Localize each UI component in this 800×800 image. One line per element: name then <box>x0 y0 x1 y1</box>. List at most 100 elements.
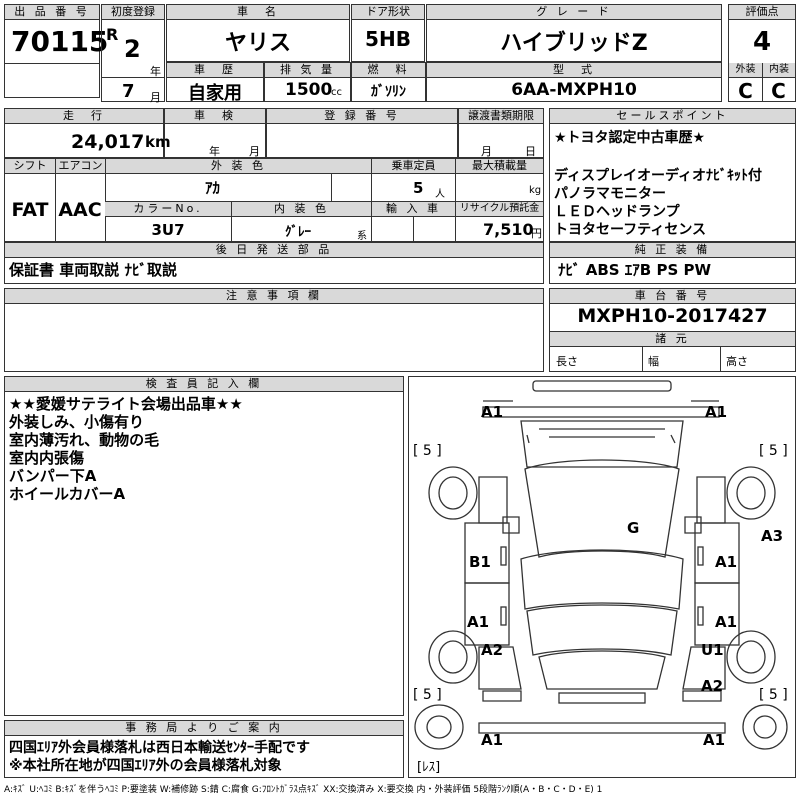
model-box: 型 式 6AA-MXPH10 <box>426 62 722 102</box>
equipment-box: 純 正 装 備 ﾅﾋﾞ ABS ｴｱB PS PW <box>549 242 796 284</box>
mark-rear-left: A1 <box>481 731 503 749</box>
history-box: 車 歴 自家用 <box>166 62 264 104</box>
spec-width: 幅 <box>648 355 659 368</box>
max-load-header: 最大積載量 <box>455 159 543 174</box>
office-header: 事 務 局 よ り ご 案 内 <box>5 721 403 736</box>
mark-front-right: A1 <box>705 403 727 421</box>
displacement-box: 排 気 量 1500 cc <box>264 62 351 102</box>
sales-point-6: トヨタセーフティセンス <box>554 222 707 238</box>
exterior-header: 外装 <box>729 63 762 78</box>
max-load-unit: kg <box>529 185 542 196</box>
spare-tire-label: [ﾚｽ] <box>417 760 440 775</box>
later-parts: 保証書 車両取説 ﾅﾋﾞ取説 <box>9 261 177 279</box>
inspector-note-2: 外装しみ、小傷有り <box>9 413 145 431</box>
mark-right-rear-door: A1 <box>715 613 737 631</box>
mark-right-fender: A3 <box>761 527 783 545</box>
inspection-year-unit: 年 <box>209 145 220 158</box>
exterior-color: ｱｶ <box>205 179 221 197</box>
grade-header: グ レ ー ド <box>427 5 721 20</box>
lot-number-header: 出 品 番 号 <box>5 5 99 20</box>
sales-point-5: ＬＥＤヘッドランプ <box>554 204 680 220</box>
office-note-2: ※本社所在地が四国ｴﾘｱ外の会員様落札対象 <box>9 758 282 774</box>
first-registration-box: 初度登録 R 2 年 7 月 <box>101 4 165 104</box>
displacement-header: 排 気 量 <box>265 63 350 78</box>
details-box: シフト エアコン 外 装 色 乗車定員 最大積載量 FAT AAC ｱｶ 5 人… <box>4 158 544 242</box>
interior-header: 内装 <box>762 63 795 78</box>
lot-number: 70115 <box>11 25 109 58</box>
sales-point-4: パノラマモニター <box>554 186 666 202</box>
mark-right-front-door: A1 <box>715 553 737 571</box>
transfer-deadline-header: 譲渡書類期限 <box>459 109 543 124</box>
spec-height: 高さ <box>726 355 748 368</box>
aircon: AAC <box>58 199 102 221</box>
inspector-header: 検 査 員 記 入 欄 <box>5 377 403 392</box>
equipment-header: 純 正 装 備 <box>550 243 795 258</box>
color-no-header: カラーNo. <box>105 202 231 217</box>
capacity: 5 <box>413 179 424 197</box>
first-registration-header: 初度登録 <box>102 5 164 20</box>
interior-score: C <box>771 79 786 103</box>
car-diagram: [ 5 ] [ 5 ] [ 5 ] [ 5 ] [ﾚｽ] A1 A1 G A3 … <box>413 380 788 775</box>
displacement: 1500 <box>285 80 333 100</box>
tire-front-right-label: [ 5 ] <box>759 443 788 459</box>
door-type-box: ドア形状 5HB <box>351 4 425 62</box>
specs-header: 諸 元 <box>550 332 795 347</box>
first-registration-year: 2 <box>124 35 141 63</box>
mark-left-rear-door: A1 <box>467 613 489 631</box>
vehicle-history: 自家用 <box>188 83 242 104</box>
mark-windshield: G <box>627 519 639 537</box>
chassis-box: 車 台 番 号 MXPH10-2017427 諸 元 長さ 幅 高さ <box>549 288 796 372</box>
registration-header: 登 録 番 号 <box>267 109 457 124</box>
door-type: 5HB <box>365 27 411 51</box>
year-unit: 年 <box>150 65 161 78</box>
later-parts-header: 後 日 発 送 部 品 <box>5 243 543 258</box>
capacity-header: 乗車定員 <box>371 159 455 174</box>
recycle-unit: 円 <box>531 227 542 240</box>
inspector-note-1: ★★愛媛サテライト会場出品車★★ <box>9 395 243 413</box>
grade-box: グ レ ー ド ハイブリッドZ <box>426 4 722 62</box>
transfer-deadline-box: 譲渡書類期限 月 日 <box>458 108 544 158</box>
notes-header: 注 意 事 項 欄 <box>5 289 543 304</box>
interior-color-unit: 系 <box>357 231 367 242</box>
car-name: ヤリス <box>224 31 291 56</box>
fuel: ｶﾞｿﾘﾝ <box>371 84 406 100</box>
score-header: 評価点 <box>729 5 795 20</box>
displacement-unit: cc <box>331 87 342 98</box>
shift: FAT <box>11 199 49 221</box>
import-header: 輸 入 車 <box>371 202 455 217</box>
inspector-box: 検 査 員 記 入 欄 ★★愛媛サテライト会場出品車★★ 外装しみ、小傷有り 室… <box>4 376 404 716</box>
transfer-month-unit: 月 <box>481 145 492 158</box>
equipment: ﾅﾋﾞ ABS ｴｱB PS PW <box>558 261 712 279</box>
inspection-box: 車 検 年 月 <box>164 108 266 158</box>
tire-rear-right-label: [ 5 ] <box>759 687 788 703</box>
aircon-header: エアコン <box>55 159 105 174</box>
model-header: 型 式 <box>427 63 721 78</box>
lot-number-box: 出 品 番 号 70115 <box>4 4 108 98</box>
mark-left-front-door: B1 <box>469 553 491 571</box>
registration-box: 登 録 番 号 <box>266 108 458 158</box>
car-name-header: 車 名 <box>167 5 349 20</box>
shift-header: シフト <box>5 159 55 174</box>
month-unit: 月 <box>150 91 161 104</box>
tire-front-left-label: [ 5 ] <box>413 443 442 459</box>
int-color-header: 内 装 色 <box>231 202 371 217</box>
fuel-header: 燃 料 <box>352 63 425 78</box>
mark-rear-right: A1 <box>703 731 725 749</box>
history-header: 車 歴 <box>167 63 263 78</box>
sales-point-3: ディスプレイオーディオﾅﾋﾞｷｯﾄ付 <box>554 168 763 184</box>
chassis-number: MXPH10-2017427 <box>577 305 768 327</box>
first-registration-month: 7 <box>122 81 135 102</box>
inspector-note-3: 室内薄汚れ、動物の毛 <box>9 431 160 449</box>
era: R <box>106 25 119 44</box>
model-code: 6AA-MXPH10 <box>511 80 637 100</box>
grade: ハイブリッドZ <box>500 31 648 56</box>
legend: A:ｷｽﾞ U:ﾍｺﾐ B:ｷｽﾞを伴うﾍｺﾐ P:要塗装 W:補修跡 S:錆 … <box>4 785 603 795</box>
inspector-note-5: バンパー下A <box>9 467 97 485</box>
overall-score: 4 <box>752 27 772 57</box>
interior-color: ｸﾞﾚｰ <box>285 225 311 240</box>
recycle-fee: 7,510 <box>483 220 534 239</box>
tire-rear-left-label: [ 5 ] <box>413 687 442 703</box>
notes-box: 注 意 事 項 欄 <box>4 288 544 372</box>
inspector-note-4: 室内内張傷 <box>9 449 85 467</box>
mileage-box: 走 行 24,017 km <box>4 108 171 158</box>
